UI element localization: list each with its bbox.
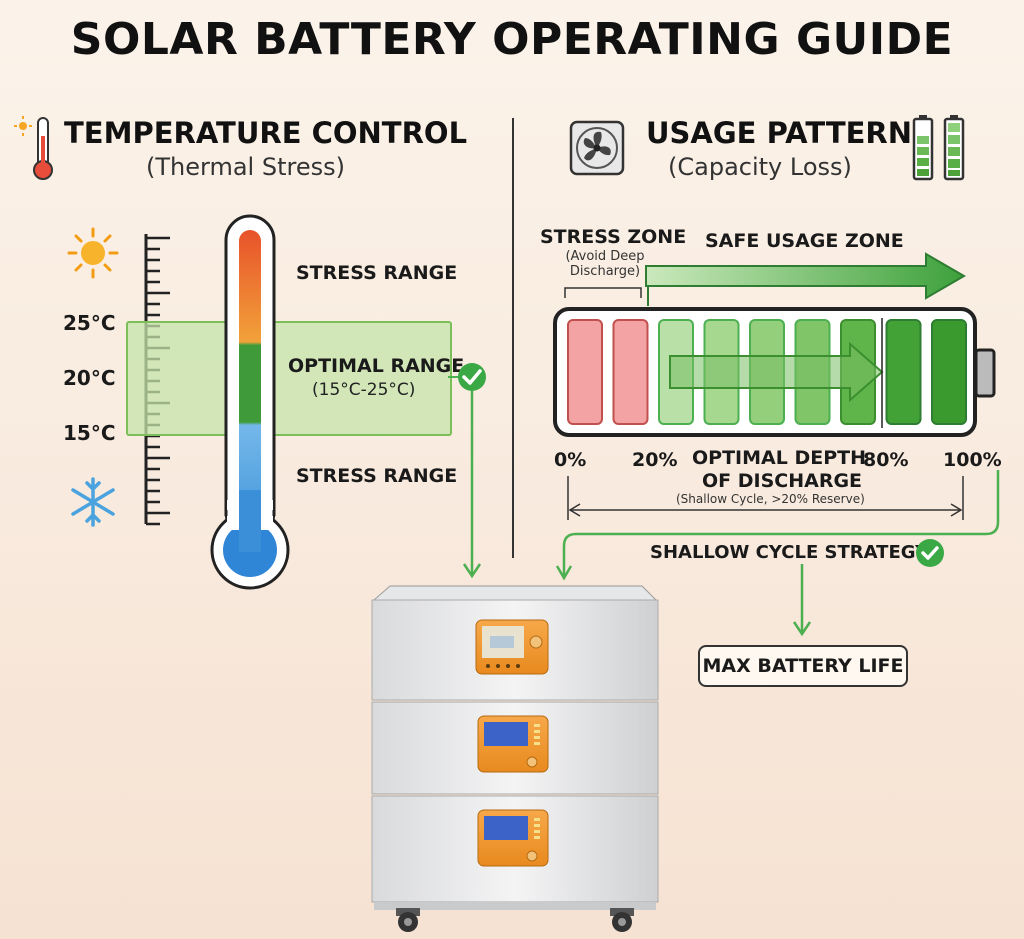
battery-cell	[931, 319, 967, 425]
stress-zone-label: STRESS ZONE	[540, 226, 687, 248]
snowflake-icon	[71, 477, 115, 527]
tick-label: 15°C	[63, 421, 116, 445]
safe-usage-zone-label: SAFE USAGE ZONE	[705, 230, 904, 252]
check-icon	[916, 539, 944, 567]
strategy-flow-lines	[555, 470, 1000, 637]
stress-range-low: STRESS RANGE	[296, 465, 458, 487]
battery-cell	[567, 319, 603, 425]
optimal-dod-line2: OF DISCHARGE	[702, 470, 863, 492]
sun-icon	[67, 227, 119, 279]
optimal-range-band	[126, 321, 452, 436]
tick-label: 25°C	[63, 311, 116, 335]
tick-label: 20°C	[63, 366, 116, 390]
battery-cabinet	[371, 585, 659, 932]
thermometer-icon	[14, 116, 53, 180]
battery-cell	[612, 319, 649, 425]
optimal-dod-line1: OPTIMAL DEPTH	[692, 447, 866, 469]
percent-label: 80%	[863, 449, 909, 471]
optimal-range-values: (15°C-25°C)	[312, 380, 416, 400]
usage-subheading: (Capacity Loss)	[668, 153, 852, 181]
max-battery-life-box: MAX BATTERY LIFE	[698, 645, 908, 687]
strategy-label: SHALLOW CYCLE STRATEGY	[650, 542, 929, 563]
percent-label: 20%	[632, 449, 678, 471]
optimal-range-label: OPTIMAL RANGE	[288, 355, 465, 377]
thermometer-graphic	[210, 214, 290, 590]
section-divider	[512, 118, 514, 558]
percent-label: 100%	[943, 449, 1002, 471]
stress-zone-bracket	[564, 287, 642, 298]
optimal-flow-arrow	[448, 363, 486, 579]
battery-levels-icon	[912, 115, 965, 181]
stress-range-high: STRESS RANGE	[296, 262, 458, 284]
optimal-dod-note: (Shallow Cycle, >20% Reserve)	[676, 492, 865, 506]
page-title: SOLAR BATTERY OPERATING GUIDE	[70, 14, 954, 65]
temperature-heading: TEMPERATURE CONTROL	[64, 116, 468, 150]
percent-label: 0%	[554, 449, 587, 471]
battery-cell	[885, 319, 922, 425]
battery-graphic	[553, 307, 996, 437]
fan-icon	[569, 120, 625, 176]
temperature-subheading: (Thermal Stress)	[146, 153, 345, 181]
max-battery-life-label: MAX BATTERY LIFE	[702, 655, 904, 677]
safe-zone-arrow	[645, 252, 966, 306]
usage-heading: USAGE PATTERN	[646, 116, 913, 150]
